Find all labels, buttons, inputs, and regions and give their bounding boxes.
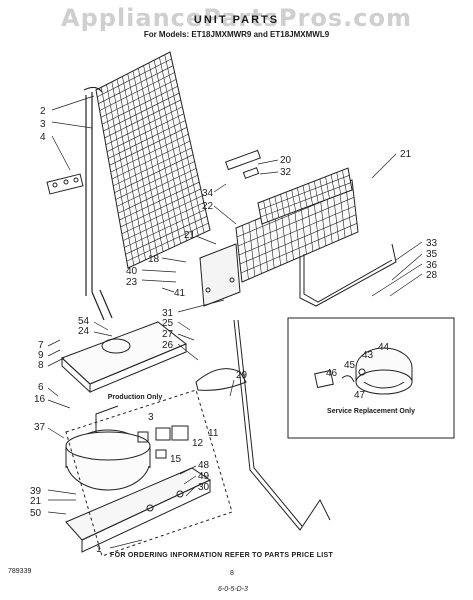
page-title: UNIT PARTS (193, 14, 280, 26)
callout-46: 46 (326, 368, 338, 379)
callout-9: 9 (38, 350, 44, 361)
callout-15: 15 (170, 454, 182, 465)
clip-bracket (46, 173, 84, 195)
callout-labels: 2 3 4 20 32 21 34 22 21 18 33 35 36 28 4… (30, 106, 438, 555)
callout-21b: 21 (184, 230, 196, 241)
callout-32: 32 (280, 167, 292, 178)
callout-41: 41 (174, 288, 186, 299)
callout-7: 7 (38, 340, 44, 351)
page-number: 8 (230, 570, 234, 577)
callout-18: 18 (148, 254, 160, 265)
callout-3b: 3 (148, 412, 154, 423)
model-subtitle: For Models: ET18JMXMWR9 and ET18JMXMWL9 (143, 30, 330, 39)
callout-30: 30 (198, 482, 210, 493)
callout-43: 43 (362, 350, 374, 361)
evaporator-bracket (199, 243, 241, 307)
watermark: AppliancePartsPros.com (61, 4, 412, 32)
callout-47: 47 (354, 390, 366, 401)
callout-44: 44 (378, 342, 390, 353)
callout-37: 37 (34, 422, 46, 433)
callout-6: 6 (38, 382, 44, 393)
evaporator-coil (235, 167, 359, 283)
callout-8: 8 (38, 360, 44, 371)
defrost-heater (195, 368, 247, 391)
callout-20: 20 (280, 155, 292, 166)
callout-11: 11 (208, 428, 219, 439)
heat-exchanger-tube (299, 243, 397, 307)
callout-24: 24 (78, 326, 90, 337)
relay-components (137, 425, 189, 459)
callout-48: 48 (198, 460, 210, 471)
compressor-base (65, 467, 212, 553)
callout-27: 27 (162, 329, 174, 340)
service-replacement-label: Service Replacement Only (327, 408, 415, 415)
drain-pan (61, 321, 187, 394)
callout-40: 40 (126, 266, 138, 277)
callout-34: 34 (202, 188, 214, 199)
callout-2: 2 (40, 106, 46, 117)
ordering-note: FOR ORDERING INFORMATION REFER TO PARTS … (110, 552, 334, 559)
callout-35: 35 (426, 249, 438, 260)
callout-28: 28 (426, 270, 438, 281)
condenser-coil (83, 51, 211, 321)
callout-33: 33 (426, 238, 438, 249)
callout-1: 1 (96, 544, 102, 555)
callout-16: 16 (34, 394, 46, 405)
footer-code: 6-0-5-D-3 (218, 586, 248, 593)
callout-39: 39 (30, 486, 42, 497)
callout-21: 21 (400, 149, 412, 160)
filter-drier (225, 149, 261, 179)
callout-4: 4 (40, 132, 46, 143)
figure-number: 789339 (8, 568, 32, 575)
callout-12: 12 (192, 438, 204, 449)
callout-29: 29 (236, 370, 248, 381)
callout-36: 36 (426, 260, 438, 271)
callout-45: 45 (344, 360, 356, 371)
callout-23: 23 (126, 277, 138, 288)
production-only-box (65, 389, 233, 557)
callout-25: 25 (162, 318, 174, 329)
callout-26: 26 (162, 340, 174, 351)
production-only-label: Production Only (107, 394, 163, 401)
callout-21c: 21 (30, 496, 42, 507)
compressor (65, 405, 151, 491)
callout-54: 54 (78, 316, 90, 327)
callout-3: 3 (40, 119, 46, 130)
callout-22: 22 (202, 201, 214, 212)
callout-50: 50 (30, 508, 42, 519)
suction-line (233, 319, 331, 531)
leader-lines (47, 95, 423, 549)
callout-31: 31 (162, 308, 174, 319)
service-replacement-box (287, 317, 455, 439)
callout-49: 49 (198, 471, 210, 482)
